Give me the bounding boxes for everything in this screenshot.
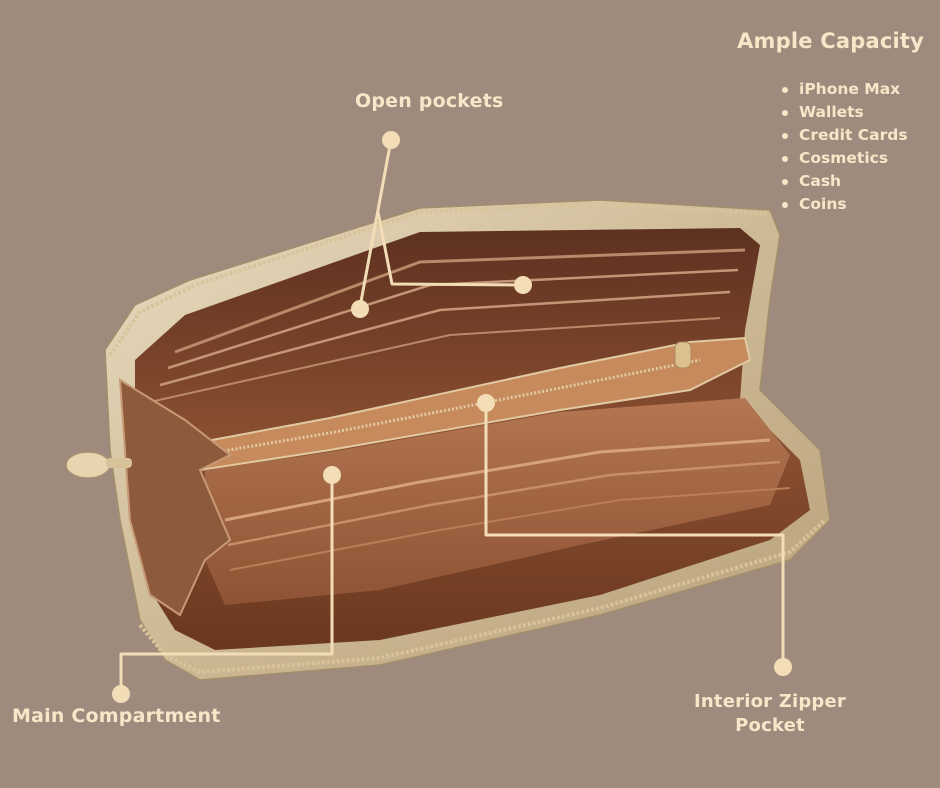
interior-zipper-label: Interior Zipper Pocket [694,691,846,737]
interior-zipper-line [484,401,785,669]
open-pockets-line [358,138,393,309]
interior-zipper-end-dot [774,658,792,676]
capacity-list: iPhone Max Wallets Credit Cards Cosmetic… [780,78,908,216]
list-item: Credit Cards [780,124,908,147]
open-pockets-dot-2 [351,300,369,318]
main-compartment-end-dot [112,685,130,703]
capacity-title: Ample Capacity [737,29,924,53]
main-compartment-line [119,474,334,694]
interior-zipper-dot [477,394,495,412]
open-pockets-dot-3 [514,276,532,294]
list-item: Wallets [780,101,908,124]
open-pockets-label: Open pockets [355,90,504,112]
list-item: iPhone Max [780,78,908,101]
main-compartment-label: Main Compartment [12,705,221,727]
interior-zipper [183,336,752,472]
main-compartment-dot [323,466,341,484]
open-pockets-dot [382,131,400,149]
list-item: Cosmetics [780,147,908,170]
list-item: Coins [780,193,908,216]
open-pockets-line-2 [376,210,524,287]
list-item: Cash [780,170,908,193]
